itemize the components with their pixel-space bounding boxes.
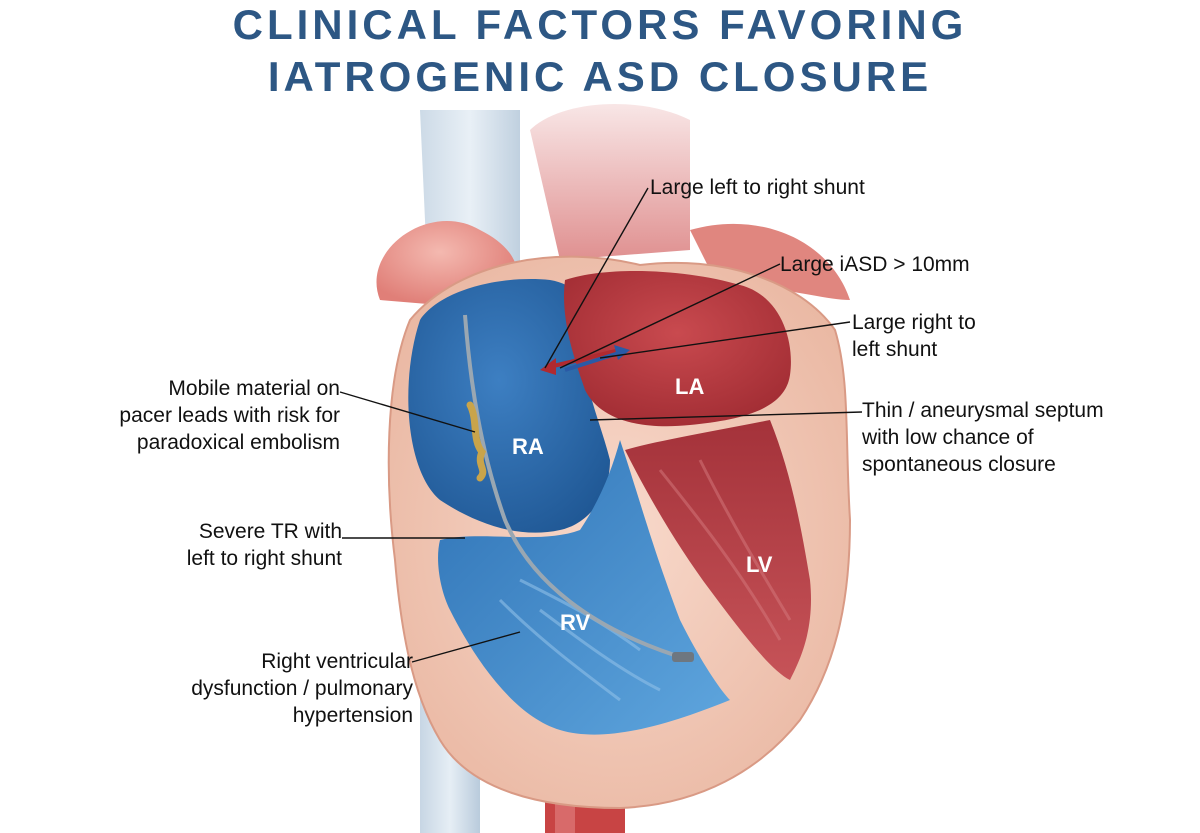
page-title-line-2: IATROGENIC ASD CLOSURE	[267, 53, 933, 100]
annotation-thin-septum: Thin / aneurysmal septum with low chance…	[862, 399, 1104, 476]
annotation-mobile-material: Mobile material on pacer leads with risk…	[119, 377, 340, 454]
page-title-line-1: CLINICAL FACTORS FAVORING	[232, 1, 968, 48]
pacer-lead	[463, 314, 694, 662]
leader-lines	[339, 187, 863, 663]
annotation-severe-tr: Severe TR with left to right shunt	[186, 520, 342, 570]
annotation-large-lr-shunt: Large left to right shunt	[650, 176, 865, 199]
shunt-arrows	[540, 345, 630, 375]
chamber-label-ra: RA	[512, 434, 544, 459]
annotation-rv-dysfunction: Right ventricular dysfunction / pulmonar…	[191, 650, 413, 727]
chamber-label-la: LA	[675, 374, 705, 399]
left-ventricle-chamber	[625, 420, 811, 680]
right-ventricle-chamber	[438, 440, 730, 735]
annotation-large-rl-shunt: Large right to left shunt	[852, 311, 976, 361]
aorta	[530, 103, 690, 261]
left-atrium-chamber	[564, 270, 791, 427]
chamber-label-rv: RV	[560, 610, 591, 635]
chamber-label-lv: LV	[746, 552, 773, 577]
annotation-large-iasd: Large iASD > 10mm	[780, 253, 970, 276]
